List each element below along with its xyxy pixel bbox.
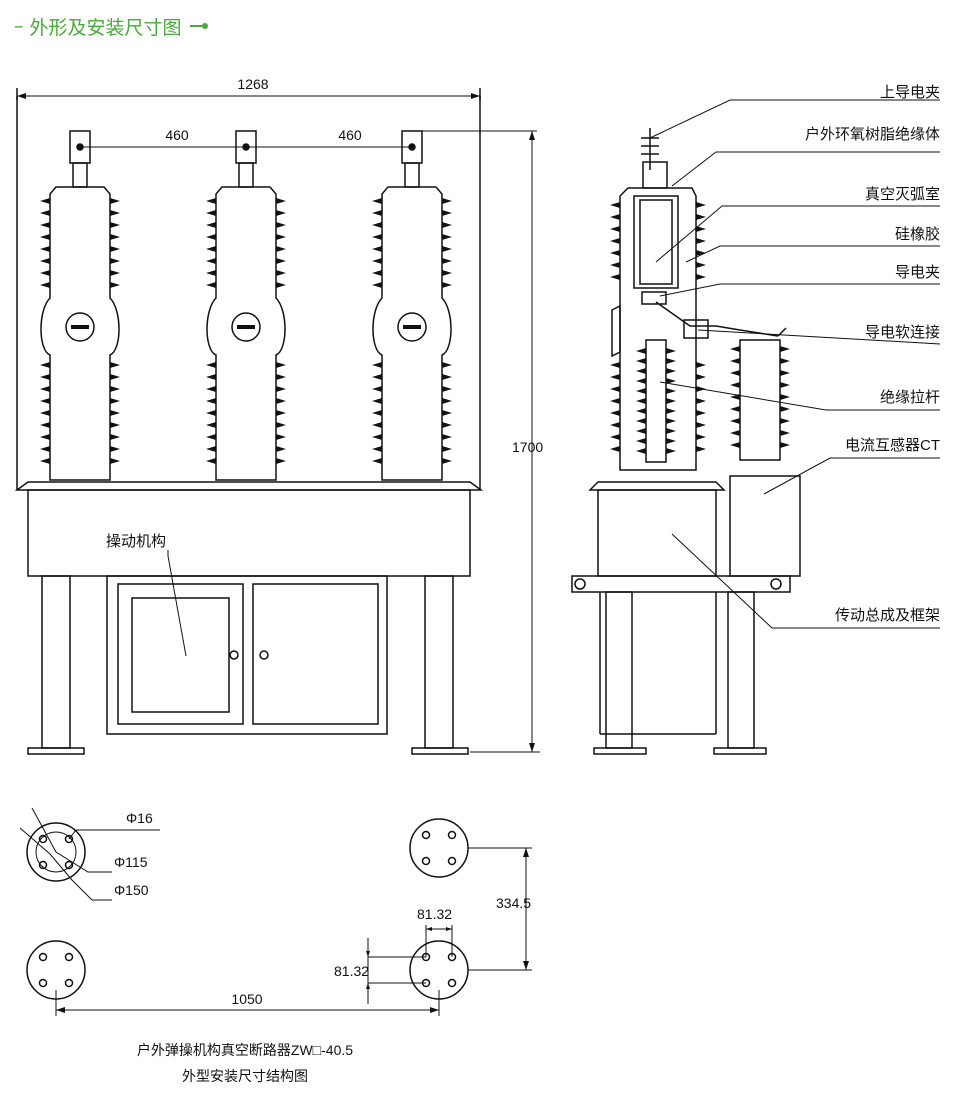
label-insulating-rod: 绝缘拉杆 [880, 389, 940, 406]
header-arrow-icon [189, 23, 208, 29]
dim-width-1268: 1268 [237, 76, 268, 92]
dim-phi-115: Φ115 [114, 854, 148, 870]
pole-1 [40, 130, 120, 481]
label-operating-mechanism: 操动机构 [106, 533, 166, 550]
label-epoxy-insulator: 户外环氧树脂绝缘体 [805, 126, 940, 143]
label-silicone-rubber: 硅橡胶 [895, 226, 940, 243]
side-view-leaders [649, 99, 941, 629]
dim-1050: 1050 [231, 991, 262, 1007]
dim-spacing-left: 460 [165, 127, 189, 143]
side-view-ribs [610, 202, 790, 454]
dim-334-5: 334.5 [496, 895, 531, 911]
front-view [14, 88, 540, 755]
dim-81-32-horizontal: 81.32 [417, 906, 452, 922]
header-title: 外形及安装尺寸图 [29, 16, 182, 39]
dim-height-1700: 1700 [512, 439, 543, 455]
caption-line-2: 外型安装尺寸结构图 [182, 1068, 308, 1084]
pole-3 [372, 130, 452, 481]
dim-phi-16: Φ16 [126, 810, 153, 826]
label-soft-connection: 导电软连接 [865, 324, 940, 341]
pole-2 [206, 130, 286, 481]
dim-phi-150: Φ150 [114, 882, 149, 898]
caption-line-1: 户外弹操机构真空断路器ZW□-40.5 [137, 1042, 353, 1058]
side-view [571, 128, 801, 755]
dim-spacing-right: 460 [338, 127, 362, 143]
label-upper-conductive-clamp: 上导电夹 [880, 84, 940, 101]
header-dash: – [14, 15, 24, 37]
foundation-plan [19, 807, 532, 1016]
section-header: – 外形及安装尺寸图 [14, 10, 208, 42]
label-current-transformer: 电流互感器CT [845, 437, 940, 454]
label-vacuum-interrupter: 真空灭弧室 [865, 185, 940, 203]
label-conductive-clamp: 导电夹 [895, 264, 940, 281]
label-transmission-frame: 传动总成及框架 [835, 607, 940, 624]
dim-81-32-vertical: 81.32 [334, 963, 369, 979]
